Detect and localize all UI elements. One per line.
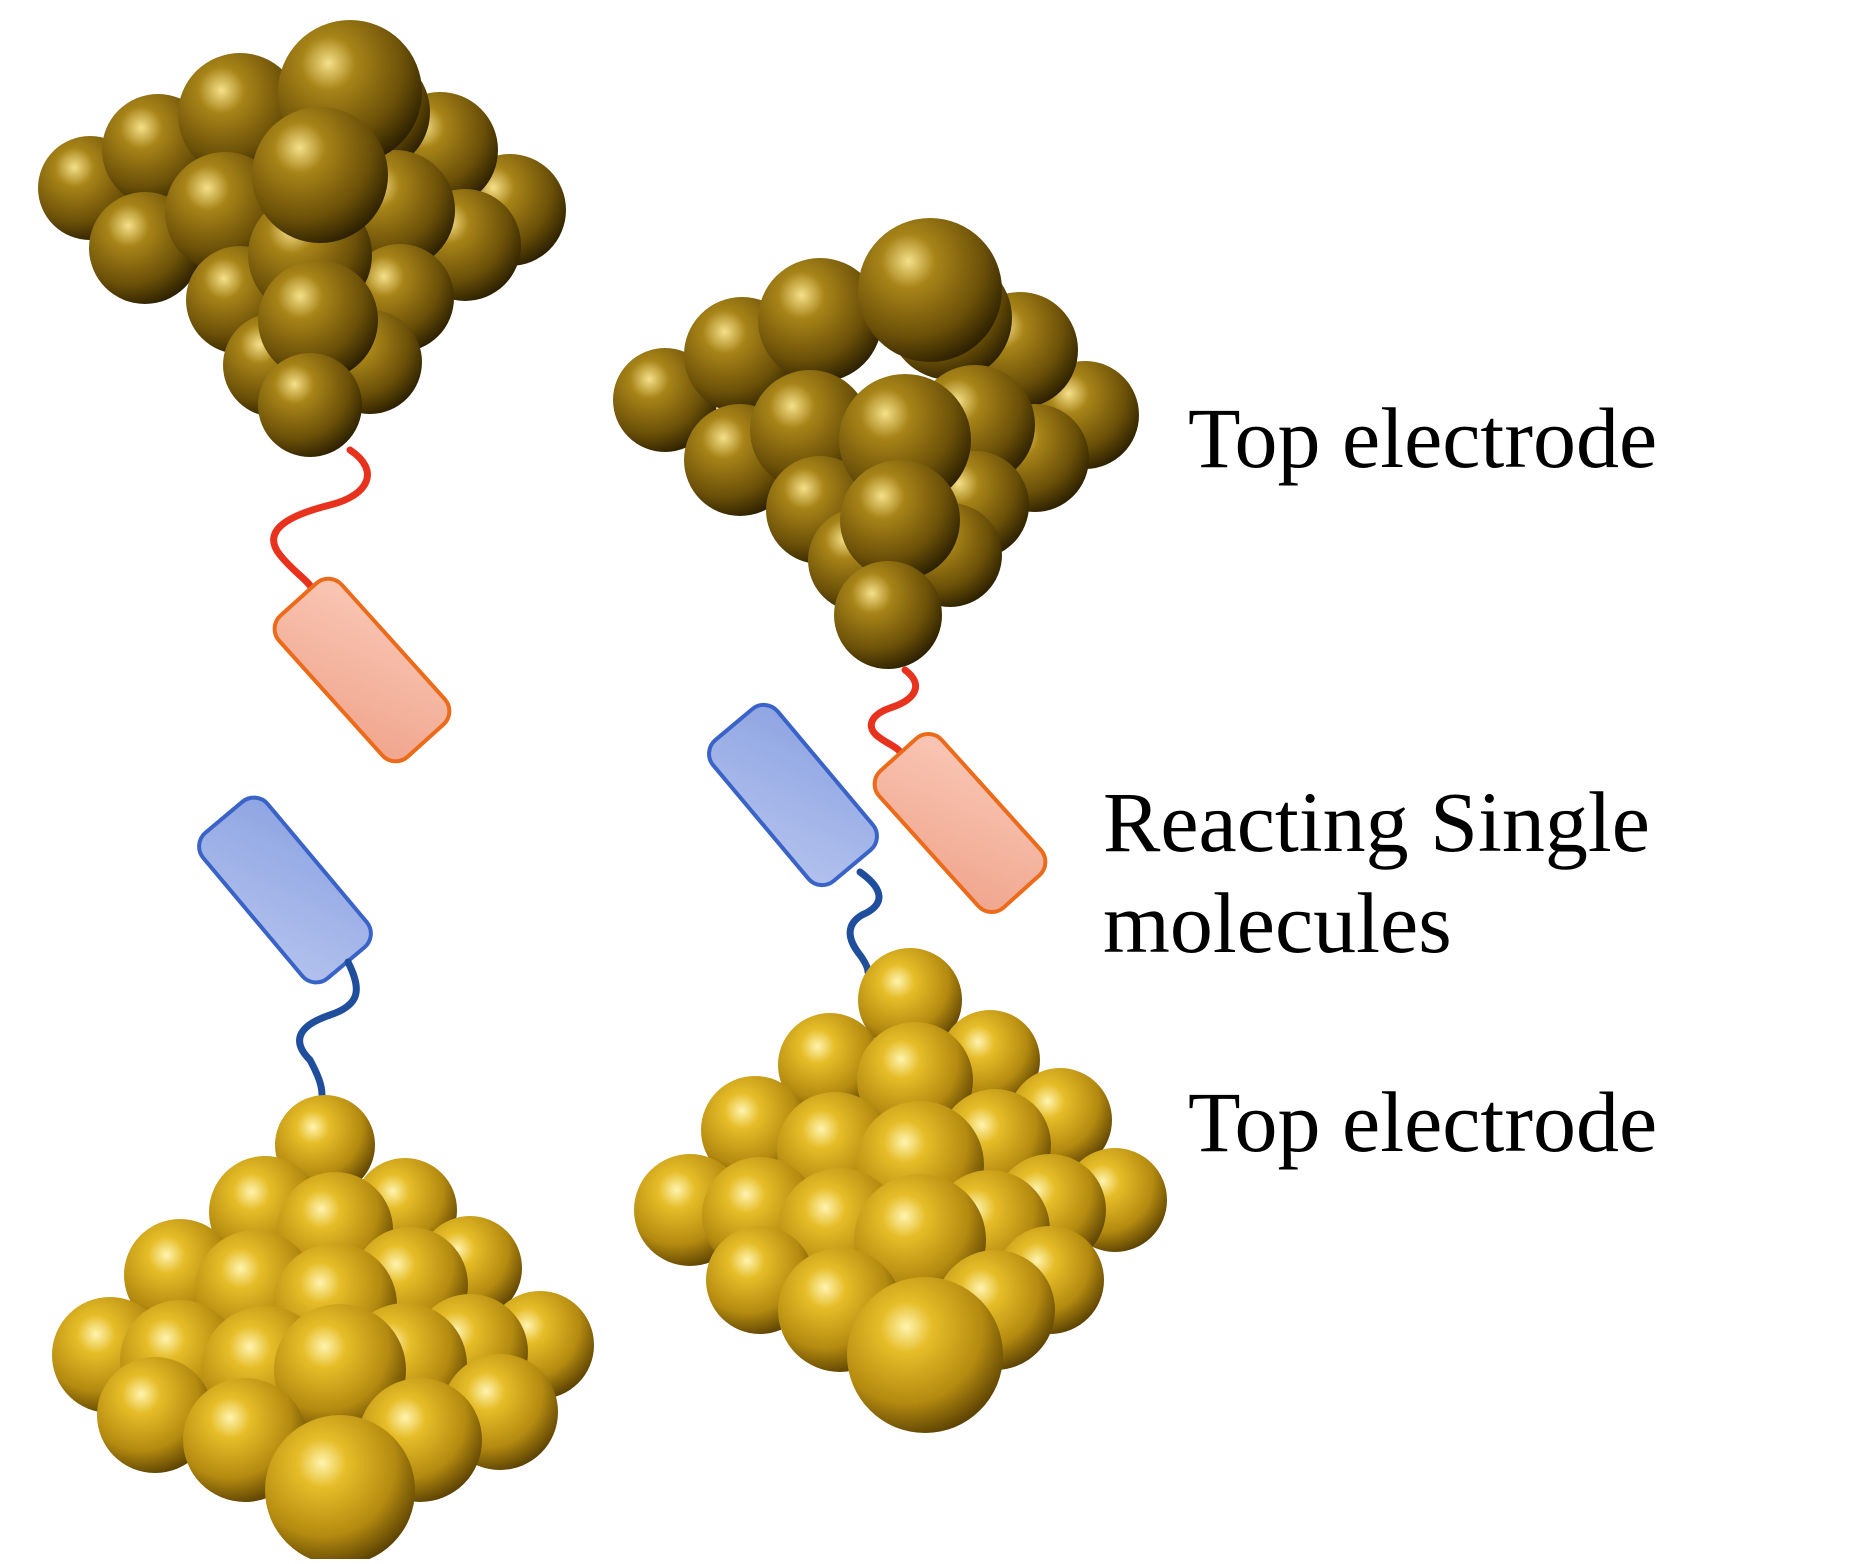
reacting-label-line1: Reacting Single <box>1103 774 1650 870</box>
left-bottom-blue-linker <box>296 958 360 1099</box>
right-blue-molecule <box>707 702 879 888</box>
bottom-electrode-label: Top electrode <box>1188 1074 1658 1170</box>
right-bottom-blue-linker <box>846 868 883 976</box>
reacting-molecules-label: Reacting Single molecules <box>1103 772 1650 975</box>
left-top-electrode <box>38 20 566 457</box>
right-top-electrode <box>613 218 1139 669</box>
right-red-molecule <box>872 731 1048 915</box>
left-red-molecule <box>272 576 452 764</box>
right-bottom-electrode <box>634 948 1167 1433</box>
reacting-label-line2: molecules <box>1103 875 1452 972</box>
left-top-red-linker <box>270 446 371 604</box>
left-bottom-electrode <box>52 1095 594 1564</box>
right-top-red-linker <box>867 666 920 756</box>
top-electrode-label: Top electrode <box>1188 390 1658 486</box>
